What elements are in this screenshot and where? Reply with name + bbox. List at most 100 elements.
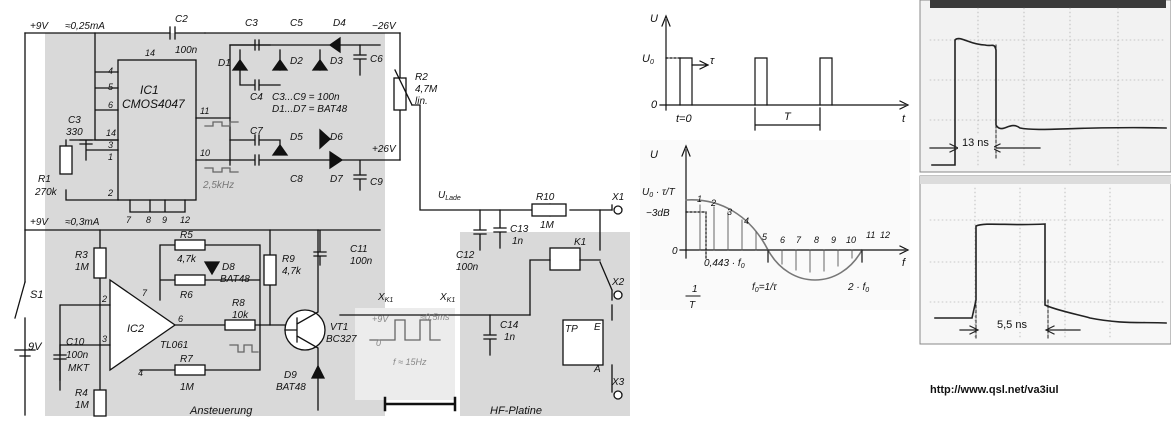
harmonic-5: 5 [762,232,768,242]
spectrum-f0-label: f0=1/τ [752,282,778,294]
spectrum-inv-num: 1 [692,284,698,295]
r5-label: R5 [180,230,193,241]
ic2-pin2: 2 [101,294,107,304]
tp-e-label: E [594,322,601,333]
c2-capacitor [169,26,206,40]
harmonic-1: 1 [697,194,702,204]
c12-label: C12 [456,250,475,261]
vt1-label: VT1 [330,322,348,333]
vt1-type: BC327 [326,334,357,345]
scope-2-trace [934,223,1167,324]
pin-12: 12 [180,215,190,225]
pin-2: 2 [107,188,113,198]
c11-label: C11 [350,244,368,255]
c9-label: C9 [370,177,383,188]
r6-label: R6 [180,290,193,301]
r4-label: R4 [75,388,88,399]
c2-value: 100n [175,45,198,56]
harmonic-2: 2 [710,198,716,208]
r10-label: R10 [536,192,555,203]
current-mid-label: ≈0,3mA [65,217,100,228]
d3-label: D3 [330,56,343,67]
spectrum-2f0-label: 2 · f0 [847,282,869,294]
u-lade-label: ULade [438,190,461,202]
d6-label: D6 [330,132,343,143]
pin-7: 7 [126,215,132,225]
r3-value: 1M [75,262,90,273]
c3-value: 330 [66,127,83,138]
r3-label: R3 [75,250,88,261]
harmonic-4: 4 [744,216,749,226]
c13-value: 1n [512,236,524,247]
r10-value: 1M [540,220,555,231]
tp-a-label: A [593,364,601,375]
c10-value: 100n [66,350,89,361]
scope-1: 13 ns [919,0,1171,173]
harmonic-7: 7 [796,235,802,245]
pulse-period-label: T [784,111,792,123]
ansteuerung-panel [45,33,385,416]
d7-label: D7 [330,174,343,185]
ic2-type: TL061 [160,340,188,351]
c14-label: C14 [500,320,519,331]
harmonic-8: 8 [814,235,819,245]
schematic: +9V ≈0,25mA C2 100n C3 330 R1 270k IC1 C… [14,14,630,417]
r9-resistor [263,254,277,286]
diodes-note: D1...D7 = BAT48 [272,104,348,115]
k1-relay [549,247,581,271]
pulse-0-label: 0 [376,338,381,348]
c5-label: C5 [290,18,303,29]
r6-resistor [174,274,206,286]
harmonic-9: 9 [831,235,836,245]
spectrum-f-axis-label: f [902,257,906,269]
r7-value: 1M [180,382,195,393]
d4-label: D4 [333,18,346,29]
r1-label: R1 [38,174,51,185]
spectrum-u-label: U [650,149,658,161]
harmonic-3: 3 [727,207,732,217]
pin-8: 8 [146,215,151,225]
ic2-pin3: 3 [102,334,107,344]
r1-resistor [59,145,73,175]
spectrum-3db-label: −3dB [646,208,670,219]
harmonic-11: 11 [866,230,875,240]
d8-type: BAT48 [220,274,250,285]
spectrum-inv-den: T [689,300,696,311]
current-top-label: ≈0,25mA [65,21,105,32]
c13-label: C13 [510,224,529,235]
spectrum-f443-label: 0,443 · f0 [704,258,745,270]
ic1-type: CMOS4047 [122,97,186,111]
d5-label: D5 [290,132,303,143]
xk1-right-label: XK1 [439,292,455,304]
r8-value: 10k [232,310,249,321]
c14-value: 1n [504,332,516,343]
ansteuerung-label: Ansteuerung [189,405,253,417]
c12-value: 100n [456,262,479,273]
c3-capacitor [79,139,93,145]
r8-resistor [224,319,256,331]
ic1-label: IC1 [140,83,159,97]
r4-value: 1M [75,400,90,411]
pulse-u-label: U [650,13,658,25]
scope-2: 5,5 ns [919,175,1171,345]
harmonic-12: 12 [880,230,890,240]
r2-value: 4,7M [415,84,438,95]
pin-9: 9 [162,215,167,225]
r7-label: R7 [180,354,193,365]
neg26-label: −26V [372,21,397,32]
harmonic-10: 10 [846,235,856,245]
spectrum-zero-label: 0 [672,246,678,257]
pulse-diagram: U U0 0 τ t=0 T t [642,13,910,131]
r7-resistor [174,364,206,376]
pin-4: 4 [108,66,113,76]
r1-value: 270k [34,187,58,198]
ic2-pin6: 6 [178,314,183,324]
source-url: http://www.qsl.net/va3iul [930,384,1059,396]
d2-label: D2 [290,56,303,67]
tp-box [562,319,604,366]
freq-label: 2,5kHz [202,180,234,191]
supply-top-label: +9V [30,21,49,32]
r2-resistor [393,77,407,111]
